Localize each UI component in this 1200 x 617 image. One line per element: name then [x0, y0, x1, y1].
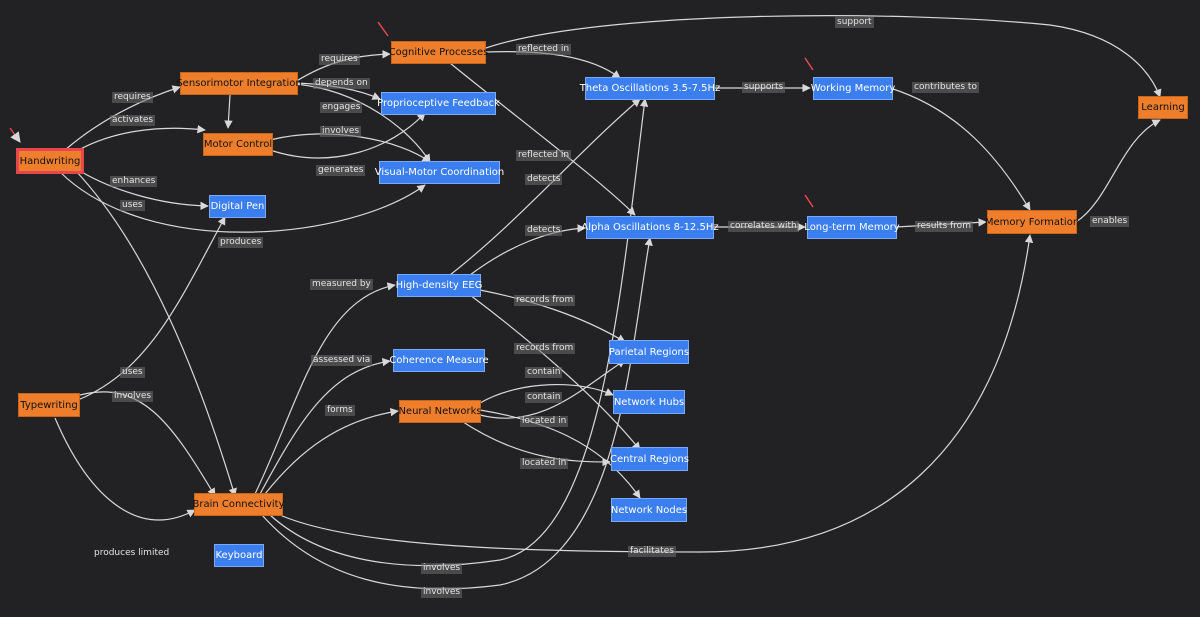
node-central-regions[interactable]: Central Regions — [610, 447, 689, 471]
edge-label: involves — [320, 126, 362, 137]
edge-label: results from — [915, 221, 973, 232]
edge-label: uses — [120, 200, 145, 211]
node-coherence-measure[interactable]: Coherence Measure — [389, 349, 489, 372]
edge-label: involves — [112, 391, 154, 402]
node-working-memory[interactable]: Working Memory — [811, 77, 895, 100]
edge-cognitive-alpha — [449, 62, 636, 216]
edge-neural-parietal — [479, 359, 626, 419]
edge-label: contain — [525, 392, 563, 403]
edge-handwriting-sensorimotor — [64, 85, 181, 151]
edge-typewriting-brain-connectivity — [79, 391, 216, 497]
produces-limited-label: produces limited — [94, 548, 170, 558]
edge-brain-eeg — [254, 282, 396, 495]
edge-brain-theta — [269, 98, 649, 567]
edge-typewriting-brain-connectivity-2 — [54, 417, 196, 521]
node-handwriting[interactable]: Handwriting — [16, 148, 84, 174]
node-longterm-memory[interactable]: Long-term Memory — [804, 216, 900, 239]
node-visual-motor-coordination[interactable]: Visual-Motor Coordination — [375, 161, 504, 184]
edge-label: contain — [525, 367, 563, 378]
edge-label: detects — [525, 225, 563, 236]
edge-handwriting-brain-connectivity — [74, 169, 237, 497]
edge-handwriting-motor-control — [69, 124, 206, 156]
edge-neural-net-nodes — [479, 409, 641, 499]
node-high-density-eeg[interactable]: High-density EEG — [396, 274, 482, 297]
edge-label: generates — [316, 165, 366, 176]
node-network-nodes[interactable]: Network Nodes — [611, 498, 687, 522]
node-brain-connectivity[interactable]: Brain Connectivity — [192, 493, 285, 516]
edge-eeg-central — [469, 294, 641, 451]
edge-label: requires — [319, 54, 360, 65]
edge-label: records from — [514, 295, 576, 306]
node-alpha-oscillations[interactable]: Alpha Oscillations 8-12.5Hz — [581, 216, 719, 239]
edge-label: depends on — [313, 78, 370, 89]
edge-handwriting-digital-pen — [74, 167, 209, 211]
edge-label: enhances — [110, 176, 158, 187]
edge-brain-memory-formation — [279, 234, 1034, 553]
edge-memory-formation-learning — [1075, 119, 1161, 223]
edge-motor-proprioceptive — [269, 112, 426, 159]
marker-working-memory — [804, 57, 814, 71]
edge-label: reflected in — [516, 150, 572, 161]
edge-label: records from — [514, 343, 576, 354]
node-memory-formation[interactable]: Memory Formation — [985, 210, 1079, 234]
edges — [54, 15, 1162, 590]
node-sensorimotor-integration[interactable]: Sensorimotor Integration — [176, 72, 302, 95]
edge-neural-hubs — [479, 384, 614, 404]
edge-label: uses — [120, 367, 145, 378]
node-parietal-regions[interactable]: Parietal Regions — [609, 340, 689, 364]
edge-label: involves — [421, 563, 463, 574]
edge-label: reflected in — [516, 44, 572, 55]
edge-typewriting-digital-pen — [77, 216, 226, 401]
edge-label: located in — [520, 416, 569, 427]
edge-sensorimotor-motor-control — [224, 94, 233, 129]
edge-label: correlates with — [728, 221, 799, 232]
edge-brain-coherence — [259, 357, 391, 495]
node-neural-networks[interactable]: Neural Networks — [398, 400, 482, 423]
edge-eeg-theta — [449, 98, 641, 276]
edge-eeg-parietal — [479, 289, 626, 343]
edge-label: produces — [218, 237, 264, 248]
edge-label: activates — [110, 115, 156, 126]
edge-label: requires — [112, 92, 153, 103]
edge-label: assessed via — [311, 355, 373, 366]
edge-label: detects — [525, 174, 563, 185]
edge-label: measured by — [310, 279, 373, 290]
edge-motor-visual-motor — [269, 133, 431, 163]
edge-cognitive-theta — [485, 51, 621, 79]
edge-label: supports — [742, 82, 786, 93]
edge-handwriting-visual-motor — [59, 171, 426, 233]
node-cognitive-processes[interactable]: Cognitive Processes — [389, 41, 488, 64]
highlight-markers — [9, 21, 814, 208]
marker-longterm-memory — [804, 194, 814, 208]
node-theta-oscillations[interactable]: Theta Oscillations 3.5-7.5Hz — [580, 77, 720, 100]
edge-label: forms — [325, 405, 355, 416]
edge-label: engages — [320, 102, 363, 113]
edge-label: involves — [421, 587, 463, 598]
node-keyboard[interactable]: Keyboard — [214, 544, 264, 567]
edge-brain-neural-networks — [264, 408, 399, 495]
node-learning[interactable]: Learning — [1138, 96, 1188, 119]
node-motor-control[interactable]: Motor Control — [203, 133, 273, 156]
node-typewriting[interactable]: Typewriting — [18, 393, 80, 417]
node-network-hubs[interactable]: Network Hubs — [613, 390, 685, 414]
edge-label: contributes to — [912, 82, 979, 93]
edge-label: enables — [1090, 216, 1130, 227]
edge-neural-central — [459, 419, 611, 467]
edge-eeg-alpha — [469, 224, 586, 276]
marker-handwriting — [9, 127, 21, 143]
edge-label: located in — [520, 458, 569, 469]
edge-working-memory-memory-formation — [889, 87, 1031, 211]
edge-label: facilitates — [628, 546, 676, 557]
node-digital-pen[interactable]: Digital Pen — [209, 195, 266, 218]
edge-label: support — [835, 17, 874, 28]
marker-cognitive — [377, 21, 389, 37]
node-proprioceptive-feedback[interactable]: Proprioceptive Feedback — [377, 92, 500, 115]
edge-cognitive-learning — [485, 15, 1162, 98]
